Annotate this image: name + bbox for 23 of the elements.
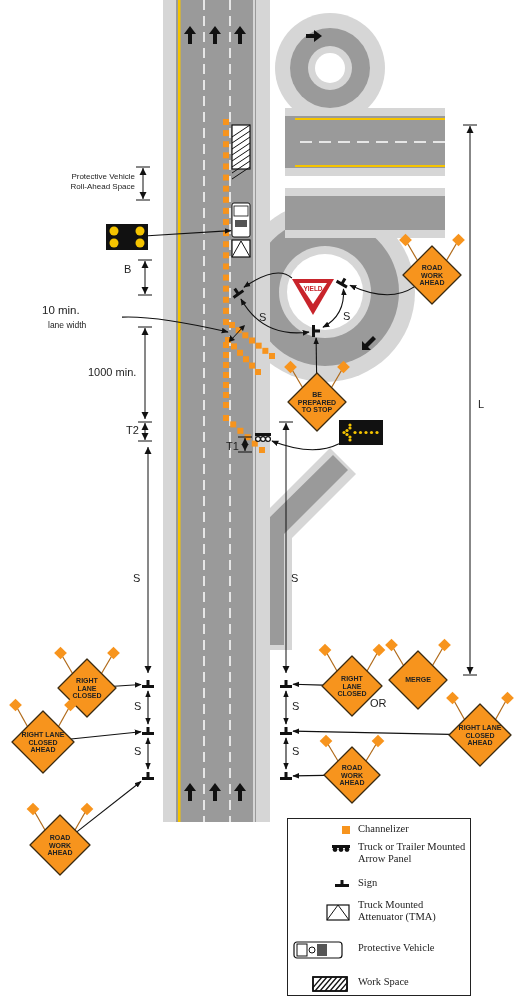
edge-label: S — [342, 310, 352, 322]
legend-text: Sign — [358, 877, 379, 890]
dimension-label: Protective Vehicle Roll-Ahead Space — [69, 172, 135, 192]
dimension-label: OR — [370, 697, 387, 709]
edge-label: S — [291, 700, 301, 712]
dimension-label: S — [133, 572, 141, 584]
edge-label: S — [133, 745, 143, 757]
legend-text: Truck Mounted Attenuator (TMA) — [358, 899, 437, 924]
legend-text: Work Space — [358, 976, 410, 989]
legend-text: Channelizer — [358, 823, 410, 836]
edge-label: S — [133, 700, 143, 712]
dimension-label: B — [124, 263, 132, 275]
dimension-label: 10 min. — [42, 304, 80, 316]
dimension-label: lane width — [48, 320, 87, 330]
dimension-label: L — [478, 398, 485, 410]
legend-text: Protective Vehicle — [358, 942, 436, 955]
dimension-label: S — [291, 572, 299, 584]
edge-label: S — [258, 311, 268, 323]
legend-text: Truck or Trailer Mounted Arrow Panel — [358, 841, 467, 866]
dimension-label: T1 — [226, 440, 239, 452]
edge-label: S — [291, 745, 301, 757]
dimension-label: 1000 min. — [88, 366, 137, 378]
dimension-label: T2 — [126, 424, 139, 436]
